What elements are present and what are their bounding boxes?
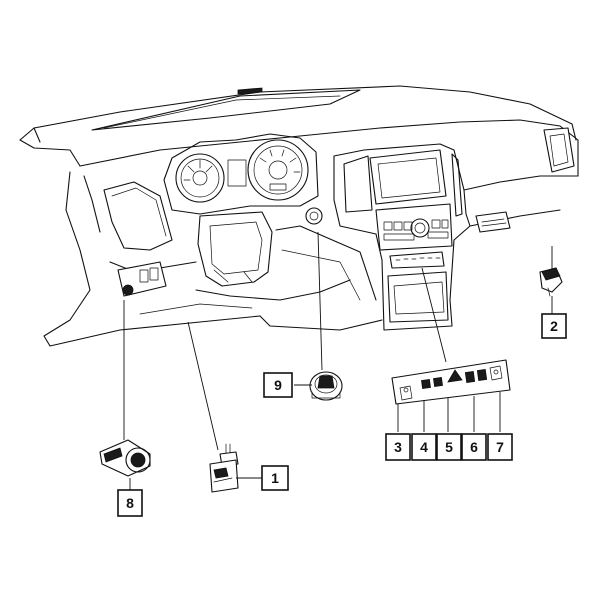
part-8-switch bbox=[99, 439, 151, 477]
part-2-switch bbox=[539, 267, 563, 297]
callout-7: 7 bbox=[487, 433, 513, 461]
svg-text:8: 8 bbox=[126, 495, 134, 511]
callout-9: 9 bbox=[263, 372, 293, 398]
callout-1: 1 bbox=[261, 465, 289, 491]
svg-text:7: 7 bbox=[496, 439, 504, 455]
svg-text:9: 9 bbox=[274, 377, 282, 393]
callout-4: 4 bbox=[411, 433, 437, 461]
svg-text:2: 2 bbox=[550, 318, 558, 334]
dashboard-illustration bbox=[19, 85, 579, 347]
leader-lines bbox=[123, 231, 553, 490]
callout-6: 6 bbox=[461, 433, 487, 461]
callout-3: 3 bbox=[385, 433, 411, 461]
svg-text:6: 6 bbox=[470, 439, 478, 455]
callout-2: 2 bbox=[541, 313, 567, 339]
svg-text:5: 5 bbox=[445, 439, 453, 455]
part-1-switch bbox=[209, 443, 239, 493]
part-switch-bank bbox=[391, 359, 511, 405]
svg-text:4: 4 bbox=[420, 439, 428, 455]
callout-5: 5 bbox=[436, 433, 462, 461]
callout-8: 8 bbox=[117, 489, 143, 517]
part-9-button bbox=[309, 371, 343, 401]
svg-text:1: 1 bbox=[271, 470, 279, 486]
svg-text:3: 3 bbox=[394, 439, 402, 455]
